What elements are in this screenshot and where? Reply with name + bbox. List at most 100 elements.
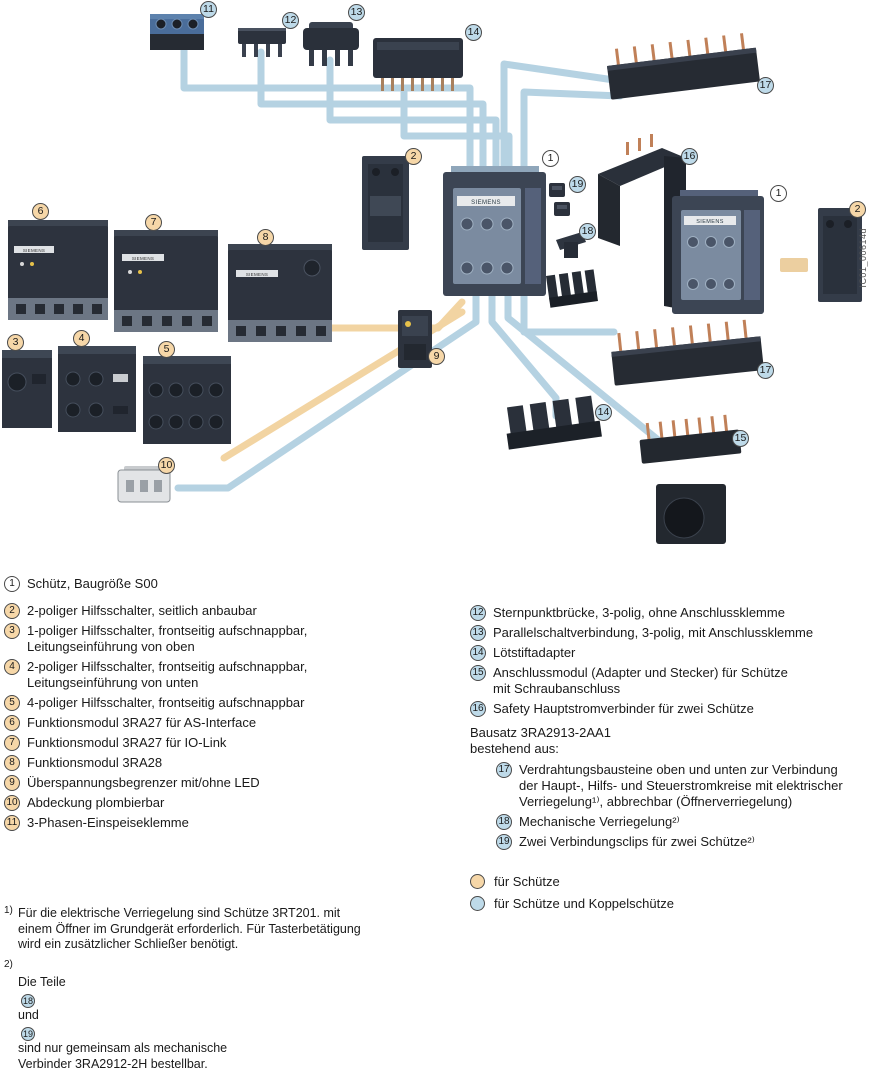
legend-badge-12: 12 (470, 605, 486, 621)
legend-text-4: 2-poliger Hilfsschalter, frontseitig auf… (27, 659, 308, 690)
component-parallel-link (303, 22, 359, 66)
legend-badge-7: 7 (4, 735, 20, 751)
callout-17-top: 17 (757, 77, 774, 94)
brand-label: SIEMENS (23, 248, 45, 253)
legend-text-10: Abdeckung plombierbar (27, 795, 165, 810)
legend-text-16: Safety Hauptstromverbinder für zwei Schü… (493, 701, 754, 716)
footnotes: 1) Für die elektrische Verriegelung sind… (4, 905, 460, 1079)
legend-text-12: Sternpunktbrücke, 3-polig, ohne Anschlus… (493, 605, 785, 620)
legend-text-15: Anschlussmodul (Adapter und Stecker) für… (493, 665, 788, 696)
brand-label: SIEMENS (471, 200, 501, 206)
legend-left-column: 1 Schütz, Baugröße S00 2 2-poliger Hilfs… (4, 576, 466, 835)
legend-text-2: 2-poliger Hilfsschalter, seitlich anbaub… (27, 603, 257, 618)
legend-badge-14: 14 (470, 645, 486, 661)
component-connection-module (639, 414, 742, 544)
footnote-2-part2: und (18, 1008, 39, 1022)
legend-item-15: 15 Anschlussmodul (Adapter und Stecker) … (470, 665, 868, 697)
legend-item-18: 18 Mechanische Verriegelung²⁾ (496, 814, 868, 830)
component-solder-adapter-top (373, 38, 463, 91)
legend-text-17: Verdrahtungsbausteine oben und unten zur… (519, 762, 843, 809)
callout-4: 4 (73, 330, 90, 347)
diagram-canvas: SIEMENS (2, 14, 862, 544)
bausatz-items: 17 Verdrahtungsbausteine oben und unten … (470, 762, 868, 850)
legend-item-7: 7 Funktionsmodul 3RA27 für IO-Link (4, 735, 466, 751)
legend-item-19: 19 Zwei Verbindungsclips für zwei Schütz… (496, 834, 868, 850)
footnote-2-part1: Die Teile (18, 975, 66, 989)
component-aux-switch-side-left (362, 156, 409, 250)
callout-6: 6 (32, 203, 49, 220)
callout-10: 10 (158, 457, 175, 474)
legend-item-10: 10 Abdeckung plombierbar (4, 795, 466, 811)
footnote-ref-19: 19 (21, 1027, 35, 1041)
legend-text-14: Lötstiftadapter (493, 645, 576, 660)
legend-text-18: Mechanische Verriegelung²⁾ (519, 814, 680, 829)
callout-3: 3 (7, 334, 24, 351)
component-aux-switch-2pole (58, 346, 136, 432)
callout-16: 16 (681, 148, 698, 165)
callout-9: 9 (428, 348, 445, 365)
legend-badge-11: 11 (4, 815, 20, 831)
legend-item-6: 6 Funktionsmodul 3RA27 für AS-Interface (4, 715, 466, 731)
component-sealable-cover (117, 466, 171, 503)
legend-badge-13: 13 (470, 625, 486, 641)
component-surge-suppressor (398, 310, 432, 368)
legend-badge-6: 6 (4, 715, 20, 731)
legend-item-17: 17 Verdrahtungsbausteine oben und unten … (496, 762, 868, 810)
callout-11: 11 (200, 1, 217, 18)
legend-item-4: 4 2-poliger Hilfsschalter, frontseitig a… (4, 659, 466, 691)
legend-text-7: Funktionsmodul 3RA27 für IO-Link (27, 735, 227, 750)
callout-1-center: 1 (542, 150, 559, 167)
component-connection-clips (549, 183, 570, 216)
component-function-module-as-i: SIEMENS (8, 220, 108, 320)
legend-item-3: 3 1-poliger Hilfsschalter, frontseitig a… (4, 623, 466, 655)
callout-2-left: 2 (405, 148, 422, 165)
footnote-2-marker: 2) (4, 958, 13, 970)
callout-7: 7 (145, 214, 162, 231)
legend-text-9: Überspannungsbegrenzer mit/ohne LED (27, 775, 260, 790)
component-wiring-kit-bottom (611, 319, 764, 386)
callout-14-bottom: 14 (595, 404, 612, 421)
legend-item-16: 16 Safety Hauptstromverbinder für zwei S… (470, 701, 868, 717)
legend-right-column: 12 Sternpunktbrücke, 3-polig, ohne Ansch… (470, 605, 868, 854)
callout-13: 13 (348, 4, 365, 21)
component-aux-switch-1pole (2, 350, 52, 428)
bausatz-header: Bausatz 3RA2913-2AA1 bestehend aus: (470, 725, 611, 756)
legend-badge-17: 17 (496, 762, 512, 778)
component-wiring-kit-top (606, 33, 760, 100)
footnote-1: 1) Für die elektrische Verriegelung sind… (4, 905, 460, 953)
legend-badge-5: 5 (4, 695, 20, 711)
callout-5: 5 (158, 341, 175, 358)
legend-badge-16: 16 (470, 701, 486, 717)
callout-18: 18 (579, 223, 596, 240)
legend-text-3: 1-poliger Hilfsschalter, frontseitig auf… (27, 623, 308, 654)
color-legend-text-blue: für Schütze und Koppelschütze (494, 896, 674, 911)
footnote-1-text: Für die elektrische Verriegelung sind Sc… (18, 906, 361, 951)
legend-badge-8: 8 (4, 755, 20, 771)
orange-dot-icon (470, 874, 485, 889)
component-star-bridge (238, 28, 286, 57)
legend-item-12: 12 Sternpunktbrücke, 3-polig, ohne Ansch… (470, 605, 868, 621)
callout-15: 15 (732, 430, 749, 447)
legend-text-11: 3-Phasen-Einspeiseklemme (27, 815, 189, 830)
brand-label: SIEMENS (246, 272, 268, 277)
legend-item-13: 13 Parallelschaltverbindung, 3-polig, mi… (470, 625, 868, 641)
legend-text-5: 4-poliger Hilfsschalter, frontseitig auf… (27, 695, 305, 710)
component-mechanical-interlock (556, 232, 586, 258)
color-legend: für Schütze für Schütze und Koppelschütz… (470, 874, 674, 918)
legend-badge-18: 18 (496, 814, 512, 830)
legend-badge-2: 2 (4, 603, 20, 619)
callout-2-right: 2 (849, 201, 866, 218)
legend-badge-9: 9 (4, 775, 20, 791)
component-aux-switch-side-right (818, 208, 862, 302)
brand-label: SIEMENS (132, 256, 154, 261)
callout-17-bottom: 17 (757, 362, 774, 379)
legend-item-2: 2 2-poliger Hilfsschalter, seitlich anba… (4, 603, 466, 619)
callout-8: 8 (257, 229, 274, 246)
legend-item-8: 8 Funktionsmodul 3RA28 (4, 755, 466, 771)
component-solder-adapter-bottom (506, 395, 602, 450)
legend-item-11: 11 3-Phasen-Einspeiseklemme (4, 815, 466, 831)
callout-14-top: 14 (465, 24, 482, 41)
legend-item-14: 14 Lötstiftadapter (470, 645, 868, 661)
legend-item-9: 9 Überspannungsbegrenzer mit/ohne LED (4, 775, 466, 791)
wires-blue (174, 40, 672, 492)
